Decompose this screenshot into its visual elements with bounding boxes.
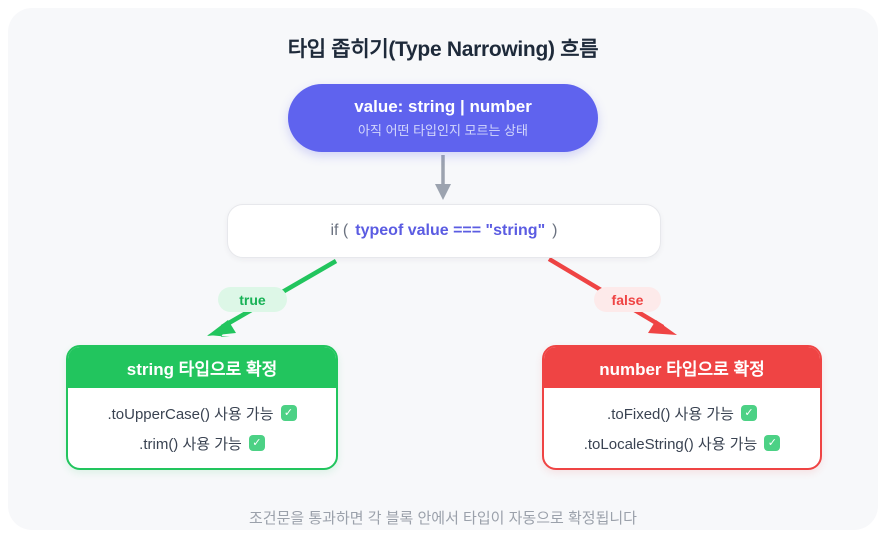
check-icon: ✓ [280,405,297,421]
diagram-title: 타입 좁히기(Type Narrowing) 흐름 [287,38,599,61]
check-icon: ✓ [764,435,781,451]
string-result-header: string 타입으로 확정 [68,347,336,388]
check-icon: ✓ [740,405,757,421]
condition-node: if ( typeof value === "string" ) [227,204,661,258]
list-item: .trim() 사용 가능 ✓ [139,433,265,454]
number-result-body: .toFixed() 사용 가능 ✓ .toLocaleString() 사용 … [544,388,820,468]
true-branch-label: true [218,287,287,312]
condition-code: typeof value === "string" [355,222,546,239]
caption: 조건문을 통과하면 각 블록 안에서 타입이 자동으로 확정됩니다 [249,510,637,527]
start-node-sublabel: 아직 어떤 타입인지 모르는 상태 [358,123,528,138]
method-label: .toLocaleString() 사용 가능 [583,435,758,453]
method-label: .toFixed() 사용 가능 [607,405,734,423]
condition-suffix: ) [552,222,558,239]
condition-prefix: if ( [330,222,349,239]
diagram-canvas: 타입 좁히기(Type Narrowing) 흐름 value: string … [8,8,878,530]
number-result-header: number 타입으로 확정 [544,347,820,388]
start-node: value: string | number 아직 어떤 타입인지 모르는 상태 [288,84,598,152]
string-result-box: string 타입으로 확정 .toUpperCase() 사용 가능 ✓ .t… [66,345,338,470]
method-label: .trim() 사용 가능 [139,435,242,453]
check-icon: ✓ [248,435,265,451]
down-arrow-icon [435,155,451,200]
list-item: .toUpperCase() 사용 가능 ✓ [107,403,297,424]
list-item: .toLocaleString() 사용 가능 ✓ [584,433,781,454]
method-label: .toUpperCase() 사용 가능 [107,405,274,423]
start-node-label: value: string | number [354,97,532,116]
string-result-body: .toUpperCase() 사용 가능 ✓ .trim() 사용 가능 ✓ [68,388,336,468]
false-branch-label: false [594,287,661,312]
list-item: .toFixed() 사용 가능 ✓ [607,403,757,424]
number-result-box: number 타입으로 확정 .toFixed() 사용 가능 ✓ .toLoc… [542,345,822,470]
